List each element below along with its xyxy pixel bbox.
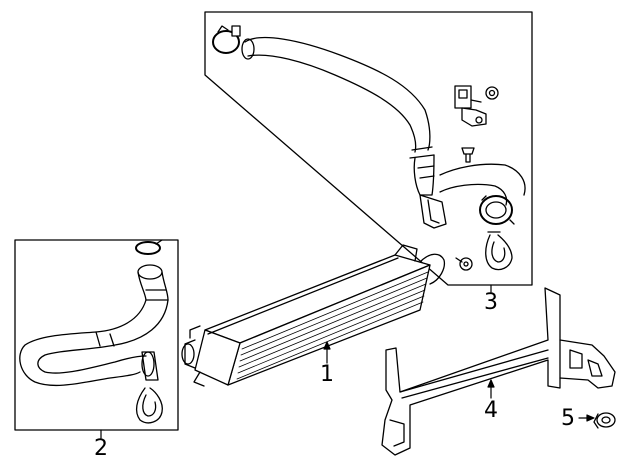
lower-charge-air-hose (19, 264, 169, 387)
leader-lines (100, 284, 595, 439)
group-3-box (204, 11, 533, 286)
intercooler (181, 244, 446, 387)
lower-hose-clamp (135, 239, 163, 255)
upper-hose-clamp (212, 25, 241, 54)
turbo-outlet-hose (439, 163, 526, 225)
mounting-bolt (455, 257, 473, 271)
callout-part-3: 3 (484, 290, 498, 315)
lower-wire-clamp (135, 387, 163, 424)
callout-part-1: 1 (320, 362, 334, 387)
sensor-bolt (485, 86, 499, 100)
push-retainer (593, 412, 616, 429)
intercooler-bracket (381, 287, 616, 456)
upper-charge-air-hose (241, 36, 447, 229)
wire-hose-clamp (485, 231, 513, 271)
pressure-sensor (454, 85, 487, 127)
group-2-box (14, 239, 179, 431)
push-pin-fastener (461, 147, 475, 163)
callout-part-4: 4 (484, 398, 498, 423)
callout-part-5: 5 (561, 406, 575, 431)
callout-part-2: 2 (94, 436, 108, 461)
